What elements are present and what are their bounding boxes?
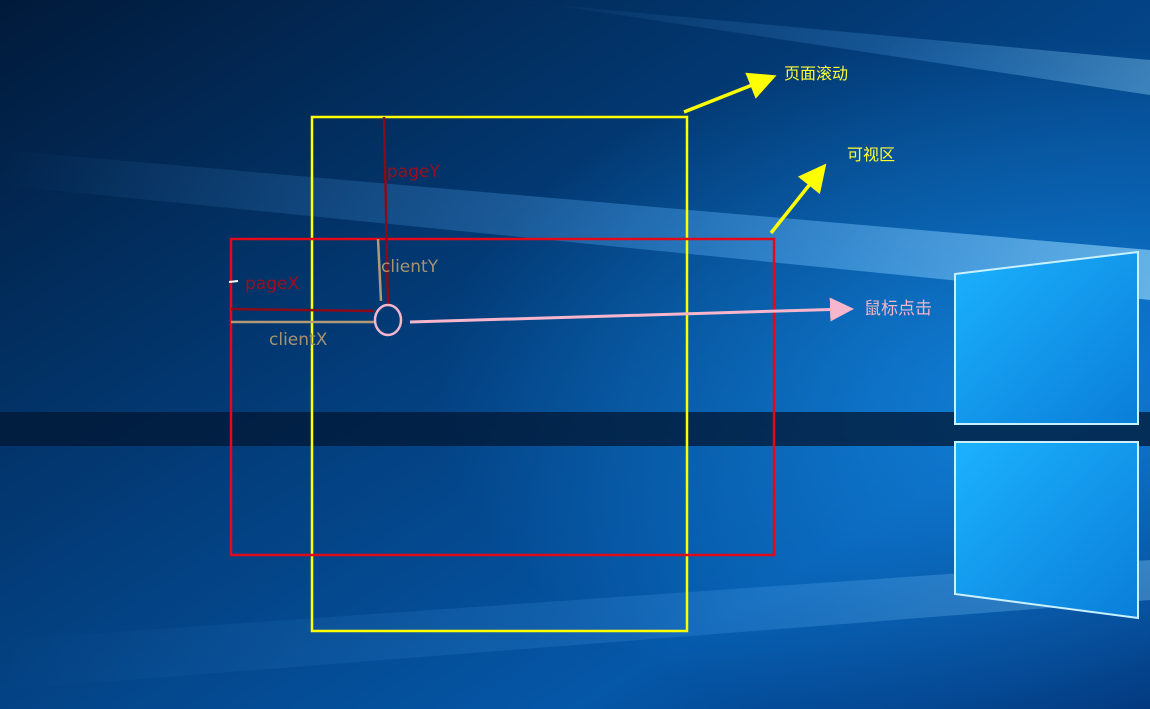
page-scroll-arrow [684, 78, 770, 112]
click-marker-icon [375, 305, 401, 335]
pagex-tick [229, 281, 238, 282]
clienty-label: clientY [381, 259, 438, 276]
pagey-label: pageY [387, 164, 440, 181]
viewport-arrow [771, 169, 822, 233]
page-scroll-label: 页面滚动 [784, 66, 848, 82]
pagex-line [231, 309, 374, 311]
mouse-click-label: 鼠标点击 [864, 301, 932, 318]
pagex-label: pageX [245, 276, 299, 293]
mouse-click-arrow [410, 309, 848, 322]
viewport-label: 可视区 [847, 147, 895, 163]
clientx-label: clientX [269, 332, 327, 349]
